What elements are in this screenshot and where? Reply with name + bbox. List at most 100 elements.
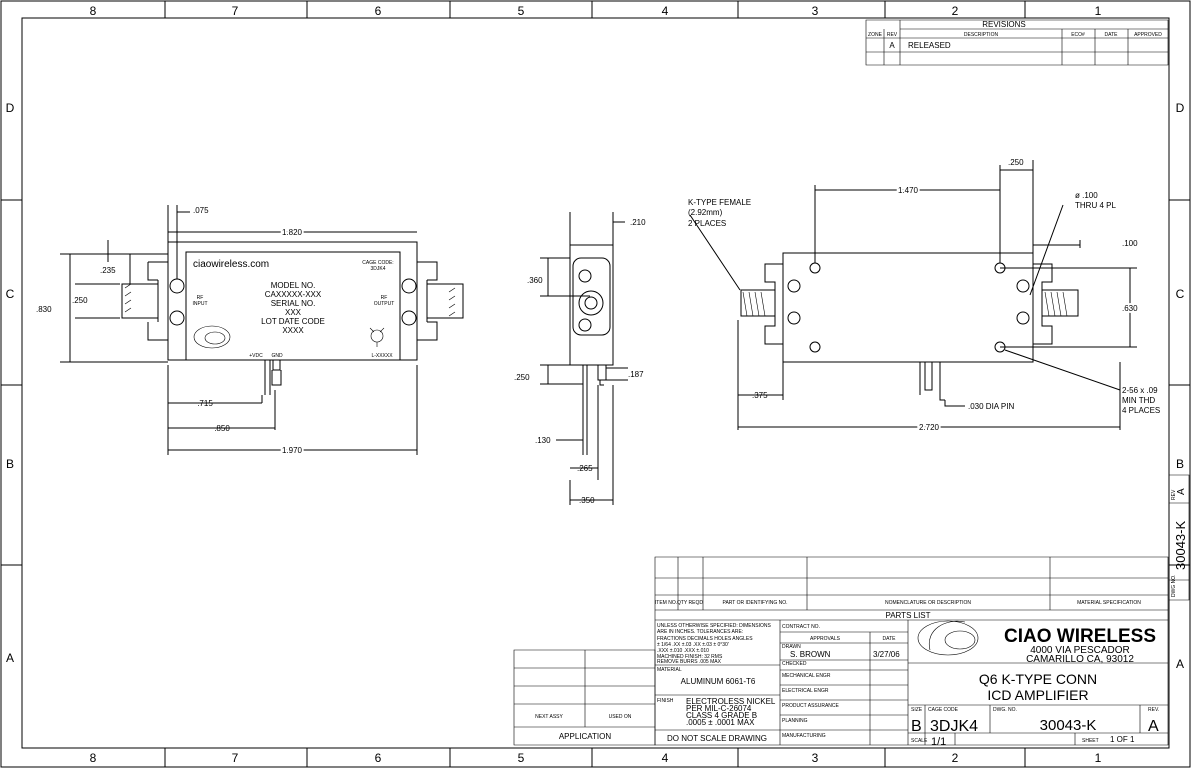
- dwg-number: 30043-K: [1040, 717, 1097, 734]
- rf-output-label: RF: [381, 295, 388, 301]
- date-header: DATE: [883, 636, 897, 642]
- zone-col: 2: [952, 751, 959, 765]
- dim: .250: [1008, 158, 1024, 167]
- parts-header: PART OR IDENTIFYING NO.: [722, 600, 787, 606]
- rev-header: ZONE: [868, 32, 883, 38]
- zone-row: C: [1176, 287, 1185, 301]
- cage-code-label: CAGE CODE:: [362, 260, 393, 266]
- rev-value: A: [889, 41, 895, 50]
- company-address: CAMARILLO CA, 93012: [1026, 654, 1134, 665]
- drawing-title: ICD AMPLIFIER: [987, 687, 1088, 703]
- dim: .360: [527, 276, 543, 285]
- zone-row: A: [6, 651, 14, 665]
- company-address: 4000 VIA PESCADOR: [1030, 645, 1130, 656]
- parts-header: ITEM NO.: [655, 600, 677, 606]
- sheet-value: 1 OF 1: [1110, 735, 1135, 744]
- top-view: .250 1.470 ø .100 THRU 4 PL .100 .630 .3…: [688, 158, 1160, 434]
- lot-label: L-XXXXX: [371, 353, 393, 359]
- tolerance-line: UNLESS OTHERWISE SPECIFIED: DIMENSIONS: [657, 623, 771, 629]
- note-ktype: K-TYPE FEMALE: [688, 198, 751, 207]
- dim: .235: [100, 266, 116, 275]
- cage-value: 3DJK4: [930, 718, 978, 735]
- revisions-table: REVISIONS ZONE REV DESCRIPTION ECO# DATE…: [865, 19, 1169, 66]
- dim: .375: [752, 391, 768, 400]
- parts-list-title: PARTS LIST: [885, 611, 930, 620]
- dim: .265: [577, 464, 593, 473]
- strip-dwg-label: DWG NO.: [1171, 575, 1177, 598]
- finish-line: .0005 ± .0001 MAX: [686, 718, 755, 727]
- note-thread: MIN THD: [1122, 396, 1155, 405]
- approval-row: ELECTRICAL ENGR: [782, 688, 829, 694]
- material-label: MATERIAL: [657, 667, 682, 673]
- strip-rev: A: [1176, 488, 1187, 495]
- zone-col: 6: [375, 751, 382, 765]
- zone-col: 5: [518, 751, 525, 765]
- approval-row: PLANNING: [782, 718, 808, 724]
- website-label: ciaowireless.com: [193, 259, 269, 270]
- dim: THRU 4 PL: [1075, 201, 1116, 210]
- zone-row: B: [1176, 457, 1184, 471]
- zone-col: 2: [952, 4, 959, 18]
- cage-label: CAGE CODE: [928, 707, 959, 713]
- tolerance-line: MACHINED FINISH: 32 RMS: [657, 654, 723, 660]
- dim: 1.820: [282, 228, 303, 237]
- tolerance-line: FRACTIONS DECIMALS HOLES ANGLES: [657, 636, 753, 642]
- company-logo: [917, 620, 979, 656]
- side-strip: REV A 30043-K DWG NO.: [1168, 474, 1190, 601]
- used-on-label: USED ON: [609, 714, 632, 720]
- zone-col: 7: [232, 4, 239, 18]
- parts-header: NOMENCLATURE OR DESCRIPTION: [885, 600, 971, 606]
- dim: 2.720: [919, 423, 940, 432]
- size-label: SIZE: [911, 707, 923, 713]
- rev-label: REV.: [1148, 707, 1159, 713]
- label-line: XXXX: [282, 326, 304, 335]
- contract-label: CONTRACT NO.: [782, 624, 820, 630]
- inner-border: [21, 17, 1170, 749]
- dim: .630: [1122, 304, 1138, 313]
- dwg-label: DWG. NO.: [993, 707, 1017, 713]
- parts-header: QTY REQD: [677, 600, 703, 606]
- scale-label: SCALE: [911, 738, 928, 744]
- scale-value: 1/1: [931, 736, 946, 748]
- next-assy-table: NEXT ASSY USED ON APPLICATION: [513, 649, 656, 746]
- vdc-label: +VDC: [249, 353, 263, 359]
- rev-value: A: [1148, 718, 1159, 735]
- finish-label: FINISH: [657, 698, 674, 704]
- zone-row: B: [6, 457, 14, 471]
- dim: .250: [72, 296, 88, 305]
- finish-line: ELECTROLESS NICKEL: [686, 697, 776, 706]
- no-scale-note: DO NOT SCALE DRAWING: [667, 734, 767, 743]
- side-view: .210 .360 .250 .187 .130 .265 .350: [514, 212, 646, 505]
- label-line: LOT DATE CODE: [261, 317, 325, 326]
- tolerance-line: REMOVE BURRS .005 MAX: [657, 659, 722, 665]
- dim: .075: [193, 206, 209, 215]
- rev-header: REV: [887, 32, 898, 38]
- note-ktype: (2.92mm): [688, 208, 723, 217]
- dim: 1.470: [898, 186, 919, 195]
- approvals-header: APPROVALS: [810, 636, 841, 642]
- company-name: CIAO WIRELESS: [1004, 626, 1156, 647]
- rf-input-label: INPUT: [193, 301, 208, 307]
- finish-line: CLASS 4 GRADE B: [686, 711, 757, 720]
- cage-code-value: 3DJK4: [370, 266, 385, 272]
- tolerance-line: ± 1/64 .XX ±.03 .XX ±.03 ± 0°30': [657, 642, 729, 648]
- zone-row: D: [6, 101, 15, 115]
- zone-col: 3: [812, 751, 819, 765]
- dim: .100: [1122, 239, 1138, 248]
- zone-col: 1: [1095, 4, 1102, 18]
- label-line: MODEL NO.: [271, 281, 316, 290]
- dim: .187: [628, 370, 644, 379]
- front-view: ciaowireless.com CAGE CODE: 3DJK4 MODEL …: [36, 205, 464, 457]
- dim: .830: [36, 305, 52, 314]
- sheet-label: SHEET: [1082, 738, 1099, 744]
- zone-col: 4: [662, 751, 669, 765]
- tolerance-line: ARE IN INCHES. TOLERANCES ARE:: [657, 629, 743, 635]
- application-label: APPLICATION: [559, 732, 612, 741]
- zone-col: 7: [232, 751, 239, 765]
- dim: .250: [514, 373, 530, 382]
- approval-row: MANUFACTURING: [782, 733, 826, 739]
- note-thread: 4 PLACES: [1122, 406, 1160, 415]
